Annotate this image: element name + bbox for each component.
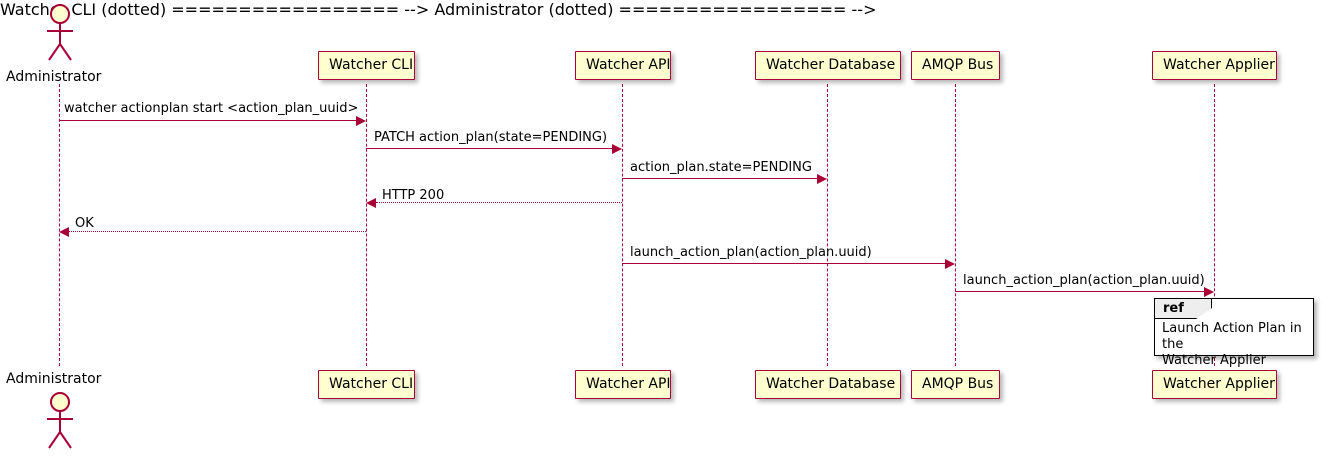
message-label-http-200: HTTP 200 bbox=[382, 188, 445, 203]
participant-amqp-bus-top[interactable]: AMQP Bus bbox=[911, 51, 1000, 80]
actor-administrator-top bbox=[38, 2, 82, 64]
lifeline-watcher-database bbox=[827, 84, 828, 366]
actor-label-administrator-bottom: Administrator bbox=[6, 371, 102, 387]
participant-watcher-applier-top[interactable]: Watcher Applier bbox=[1152, 51, 1277, 80]
message-label-ok: OK bbox=[75, 216, 94, 231]
participant-watcher-api-bottom[interactable]: Watcher API bbox=[575, 370, 671, 399]
message-arrowhead-ok bbox=[59, 227, 69, 237]
participant-amqp-bus-bottom[interactable]: AMQP Bus bbox=[911, 370, 1000, 399]
message-label-actionplan-start: watcher actionplan start <action_plan_uu… bbox=[64, 101, 359, 116]
message-label-launch-action-plan-bus: launch_action_plan(action_plan.uuid) bbox=[630, 245, 872, 260]
message-line-actionplan-start bbox=[59, 120, 358, 121]
message-line-ok bbox=[69, 231, 366, 232]
message-line-launch-action-plan-bus bbox=[622, 263, 945, 264]
actor-administrator-bottom bbox=[38, 390, 82, 454]
message-arrowhead-patch-action-plan bbox=[612, 144, 622, 154]
actor-label-administrator-top: Administrator bbox=[6, 69, 102, 85]
message-label-patch-action-plan: PATCH action_plan(state=PENDING) bbox=[374, 130, 608, 145]
participant-watcher-database-bottom[interactable]: Watcher Database bbox=[755, 370, 901, 399]
participant-watcher-api-top[interactable]: Watcher API bbox=[575, 51, 671, 80]
message-arrowhead-actionplan-start bbox=[356, 116, 366, 126]
message-label-action-plan-state-pending: action_plan.state=PENDING bbox=[630, 160, 812, 175]
participant-watcher-applier-bottom[interactable]: Watcher Applier bbox=[1152, 370, 1277, 399]
message-arrowhead-launch-action-plan-applier bbox=[1204, 287, 1214, 297]
ref-fragment[interactable]: ref Launch Action Plan in the Watcher Ap… bbox=[1154, 298, 1314, 368]
stick-figure-icon bbox=[47, 392, 73, 449]
participant-watcher-cli-bottom[interactable]: Watcher CLI bbox=[318, 370, 415, 399]
message-arrowhead-launch-action-plan-bus bbox=[945, 259, 955, 269]
participant-watcher-database-top[interactable]: Watcher Database bbox=[755, 51, 901, 80]
participant-watcher-cli-top[interactable]: Watcher CLI bbox=[318, 51, 415, 80]
lifeline-watcher-cli bbox=[366, 84, 367, 366]
lifeline-administrator bbox=[59, 84, 60, 366]
message-arrowhead-action-plan-state-pending bbox=[817, 174, 827, 184]
message-line-action-plan-state-pending bbox=[622, 178, 817, 179]
message-arrowhead-http-200 bbox=[366, 198, 376, 208]
message-line-patch-action-plan bbox=[366, 148, 612, 149]
lifeline-amqp-bus bbox=[955, 84, 956, 366]
ref-fragment-text: Launch Action Plan in the Watcher Applie… bbox=[1162, 321, 1302, 368]
lifeline-watcher-api bbox=[622, 84, 623, 366]
message-line-launch-action-plan-applier bbox=[955, 291, 1204, 292]
lifeline-watcher-applier bbox=[1214, 84, 1215, 366]
message-label-launch-action-plan-applier: launch_action_plan(action_plan.uuid) bbox=[963, 273, 1205, 288]
ref-fragment-keyword: ref bbox=[1163, 301, 1184, 316]
message-line-http-200 bbox=[376, 202, 622, 203]
stick-figure-icon bbox=[47, 4, 73, 61]
